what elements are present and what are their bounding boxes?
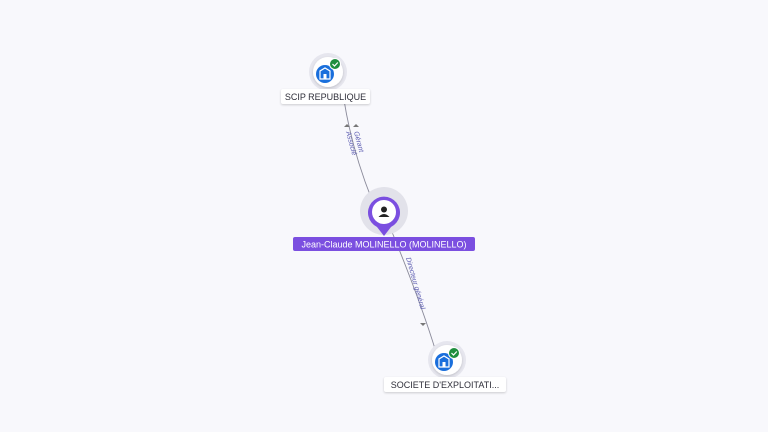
node-label-box bbox=[293, 237, 475, 251]
node-label: SOCIETE D'EXPLOITATI... bbox=[391, 380, 499, 390]
company-building-icon bbox=[316, 65, 334, 83]
node-societe-exploitation[interactable]: SOCIETE D'EXPLOITATI... bbox=[384, 341, 506, 392]
edge-label-directeur: Directeur général bbox=[404, 257, 426, 311]
node-label: SCIP REPUBLIQUE bbox=[285, 92, 366, 102]
node-scip-republique[interactable]: SCIP REPUBLIQUE bbox=[281, 53, 370, 104]
company-building-icon bbox=[435, 353, 453, 371]
edge-line bbox=[343, 99, 373, 201]
edge-scip-to-person[interactable]: Gérant Associé bbox=[343, 99, 373, 201]
node-label-box bbox=[281, 89, 370, 104]
node-label: Jean-Claude MOLINELLO (MOLINELLO) bbox=[301, 240, 466, 250]
edge-arrow-icon bbox=[344, 124, 350, 127]
edge-arrow-icon bbox=[353, 124, 359, 127]
edge-arrow-icon bbox=[420, 323, 426, 326]
node-label-box bbox=[384, 377, 506, 392]
node-person-molinello[interactable]: Jean-Claude MOLINELLO (MOLINELLO) bbox=[293, 187, 475, 251]
verified-check-icon bbox=[448, 347, 460, 359]
verified-check-icon bbox=[329, 58, 341, 70]
person-icon bbox=[378, 206, 390, 217]
